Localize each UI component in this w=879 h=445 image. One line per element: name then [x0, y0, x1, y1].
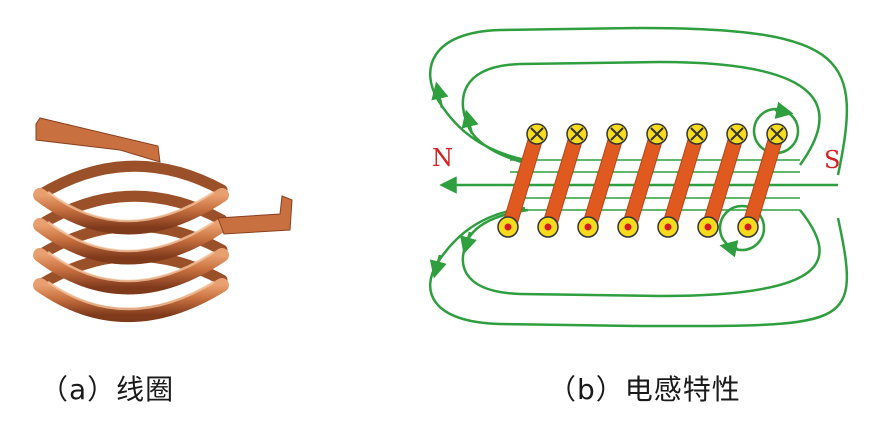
cross-circle-icon — [650, 127, 664, 141]
dot-circle-icon — [624, 223, 632, 231]
dot-circle-icon — [664, 223, 672, 231]
winding-6 — [701, 132, 745, 229]
pole-south-label: S — [824, 146, 840, 174]
caption-inductance: （b）电感特性 — [548, 373, 741, 406]
dot-circle-icon — [744, 223, 752, 231]
winding-1 — [501, 132, 545, 229]
cross-circle-icon — [570, 127, 584, 141]
cross-circle-icon — [730, 127, 744, 141]
dot-circle-icon — [584, 223, 592, 231]
cross-circle-icon — [690, 127, 704, 141]
cross-circle-icon — [530, 127, 544, 141]
winding-4 — [621, 132, 665, 229]
terminals-into-page — [526, 123, 788, 145]
dot-circle-icon — [544, 223, 552, 231]
winding-3 — [581, 132, 625, 229]
dot-circle-icon — [504, 223, 512, 231]
cross-circle-icon — [770, 127, 784, 141]
winding-5 — [661, 132, 705, 229]
copper-coil-photo — [33, 117, 293, 322]
coil-windings — [501, 132, 785, 229]
caption-coil: （a）线圈 — [40, 373, 175, 406]
terminals-out-of-page — [497, 216, 759, 238]
dot-circle-icon — [704, 223, 712, 231]
pole-north-label: N — [432, 144, 453, 172]
cross-circle-icon — [610, 127, 624, 141]
winding-2 — [541, 132, 585, 229]
